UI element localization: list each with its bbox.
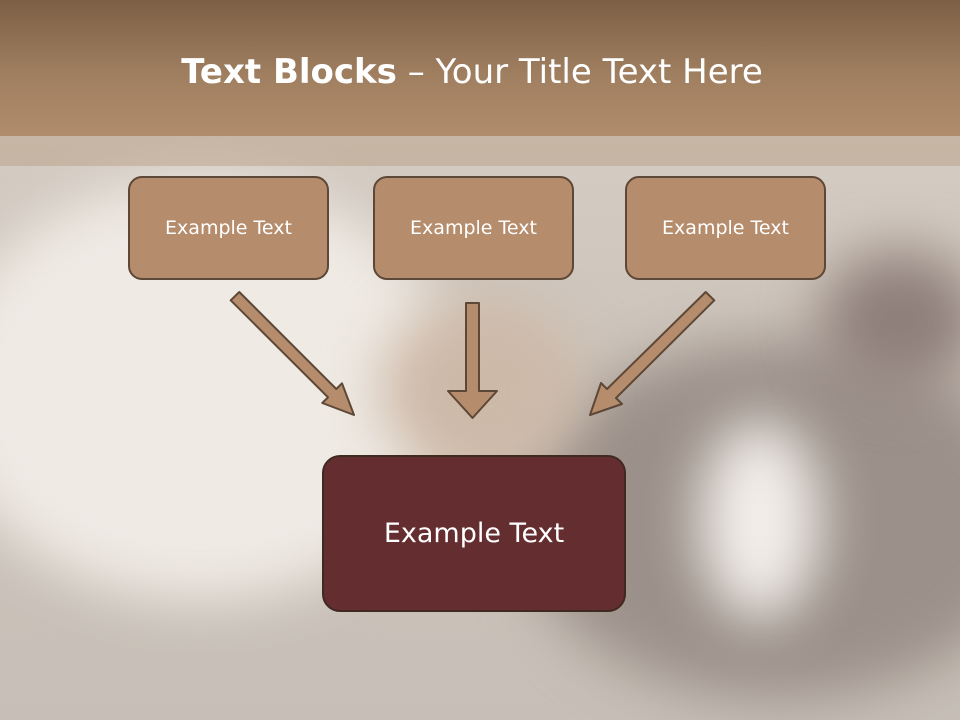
title-separator: – bbox=[396, 52, 436, 92]
arrow-right bbox=[589, 291, 716, 416]
text-block-1[interactable]: Example Text bbox=[128, 176, 329, 280]
title-bold: Text Blocks bbox=[181, 52, 397, 92]
slide-title: Text Blocks – Your Title Text Here bbox=[0, 52, 944, 92]
text-block-2[interactable]: Example Text bbox=[373, 176, 574, 280]
background-photo-highlight bbox=[700, 420, 820, 620]
text-block-3[interactable]: Example Text bbox=[625, 176, 826, 280]
title-bar bbox=[0, 0, 960, 136]
background-photo-dark bbox=[820, 250, 960, 390]
title-rest: Your Title Text Here bbox=[435, 52, 763, 92]
title-sub-band bbox=[0, 136, 960, 166]
arrow-center bbox=[447, 302, 498, 419]
text-block-main[interactable]: Example Text bbox=[322, 455, 626, 612]
arrow-left bbox=[229, 291, 355, 416]
